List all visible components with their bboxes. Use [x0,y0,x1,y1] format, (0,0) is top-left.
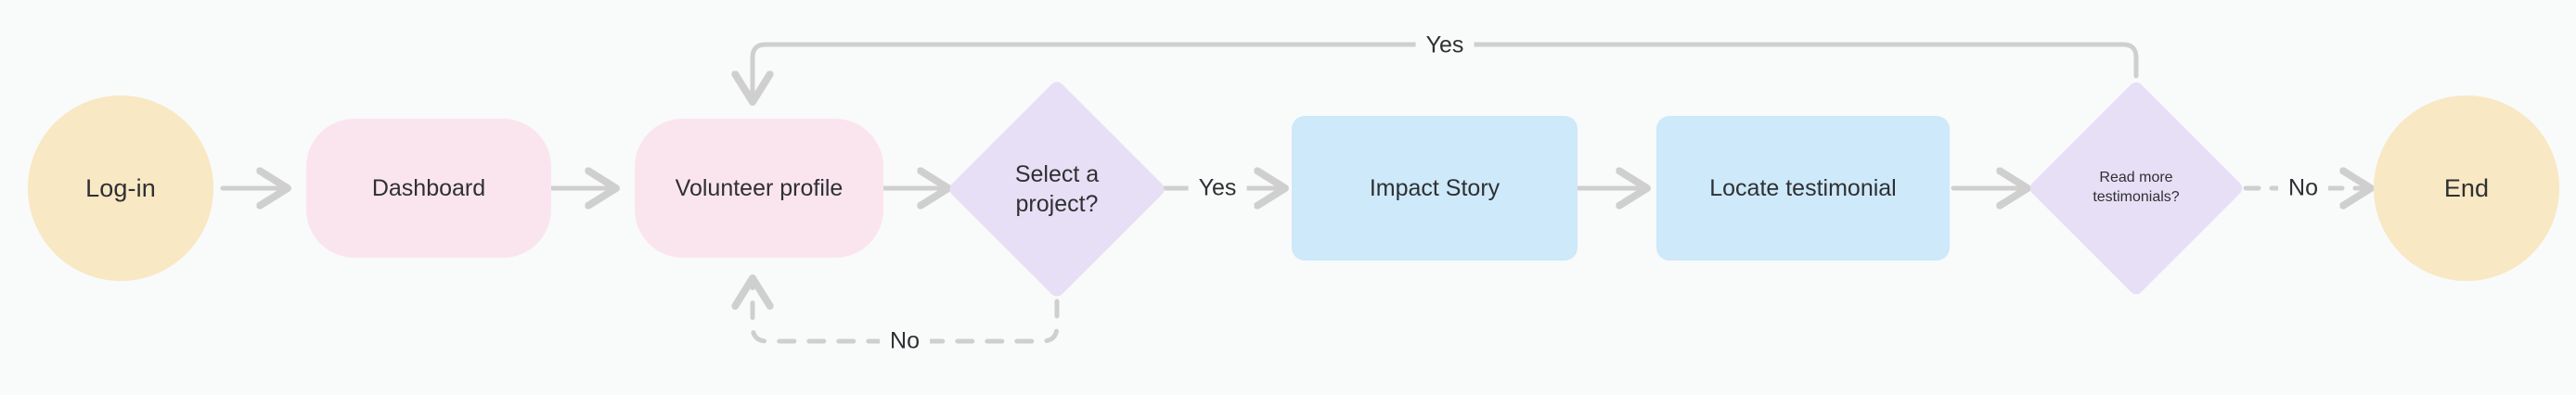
edge-label-no-bottom: No [880,329,930,353]
node-impact-story[interactable]: Impact Story [1292,116,1578,261]
node-end[interactable]: End [2374,96,2559,281]
node-end-label: End [2443,173,2490,202]
edge-label-yes-top: Yes [1415,33,1475,57]
node-dashboard[interactable]: Dashboard [306,119,551,258]
node-login[interactable]: Log-in [28,96,213,281]
node-volunteer-profile[interactable]: Volunteer profile [635,119,883,258]
node-locate-testimonial[interactable]: Locate testimonial [1656,116,1950,261]
edge-label-yes-select: Yes [1188,176,1247,200]
node-dashboard-label: Dashboard [371,174,486,201]
node-login-label: Log-in [85,173,156,202]
node-select-project[interactable]: Select a project? [947,79,1167,299]
edge-label-no-end: No [2278,176,2328,200]
node-select-project-label: Select a project? [1014,160,1100,218]
node-locate-testimonial-label: Locate testimonial [1709,174,1897,201]
node-read-more-testimonials[interactable]: Read more testimonials? [2027,79,2246,298]
node-read-more-testimonials-label: Read more testimonials? [2093,170,2180,205]
node-impact-story-label: Impact Story [1369,174,1501,201]
node-volunteer-profile-label: Volunteer profile [675,174,844,201]
